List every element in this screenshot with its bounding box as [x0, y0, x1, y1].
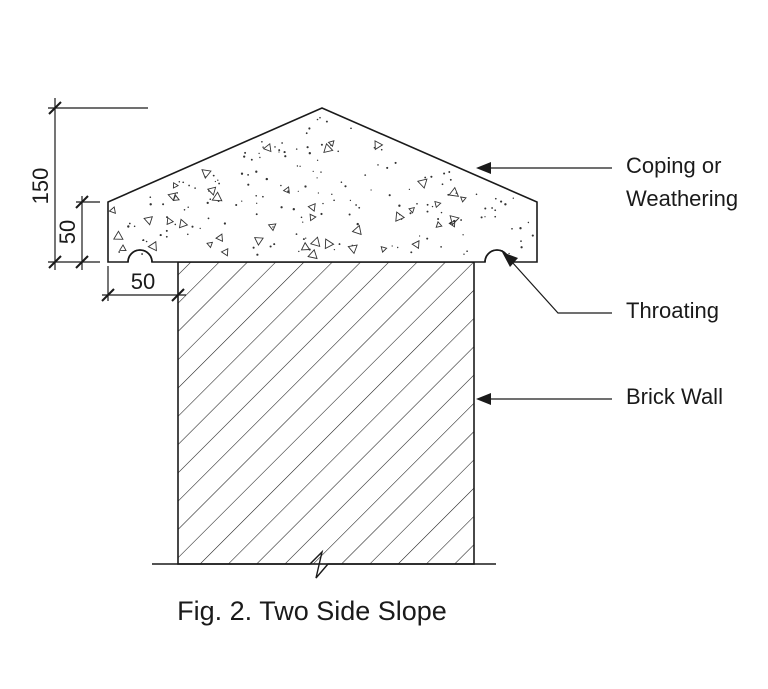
- concrete-aggregate-texture: [108, 116, 534, 260]
- label-throating: Throating: [626, 298, 719, 323]
- arrowhead-icon: [476, 393, 491, 405]
- leader-throating: Throating: [502, 252, 719, 323]
- dimension-150: 150: [28, 98, 148, 270]
- label-coping-line1: Coping or: [626, 153, 721, 178]
- ground-break-line: [152, 549, 496, 579]
- dimension-50-edge: 50: [55, 195, 100, 270]
- dimension-label-150: 150: [28, 168, 53, 205]
- brick-wall: [152, 261, 496, 579]
- dimension-50-offset: 50: [101, 266, 186, 302]
- coping-block: [107, 107, 538, 263]
- arrowhead-icon: [476, 162, 491, 174]
- arrowhead-icon: [502, 252, 518, 267]
- label-coping-line2: Weathering: [626, 186, 738, 211]
- dimension-label-50-offset: 50: [131, 269, 155, 294]
- figure-caption: Fig. 2. Two Side Slope: [177, 596, 447, 626]
- dimension-label-50-edge: 50: [55, 220, 80, 244]
- leader-brick-wall: Brick Wall: [476, 384, 723, 409]
- leader-coping: Coping or Weathering: [476, 153, 738, 211]
- label-brick-wall: Brick Wall: [626, 384, 723, 409]
